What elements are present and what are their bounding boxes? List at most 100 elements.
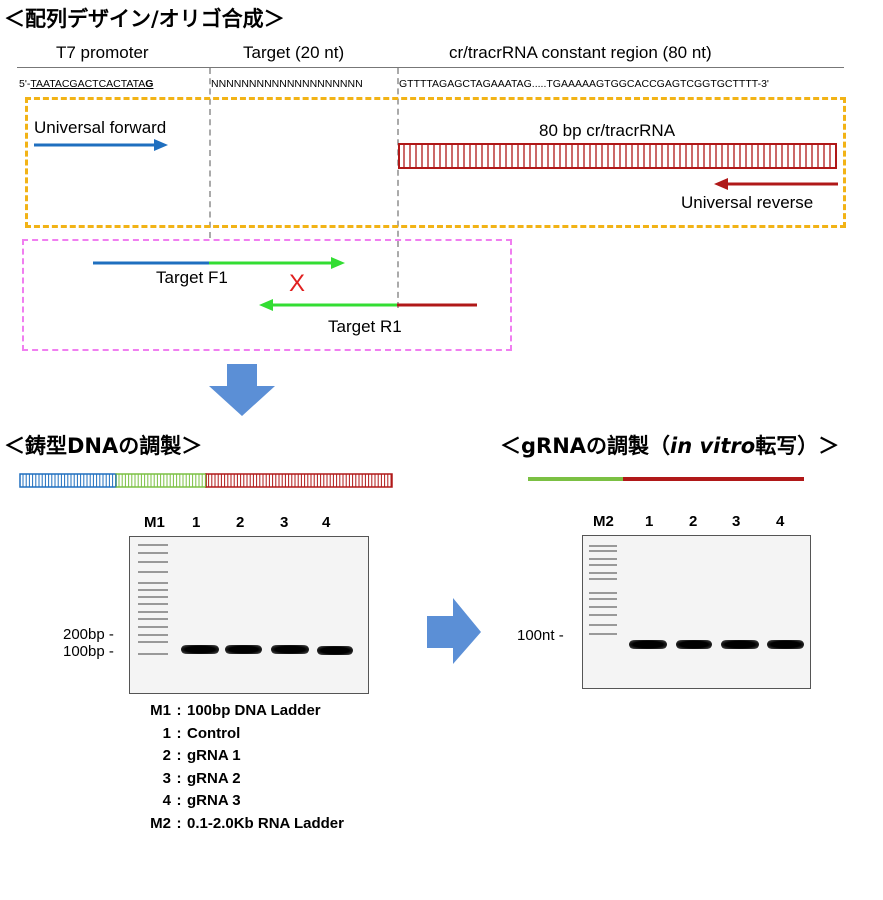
grna-title-pre: ＜gRNAの調製（ [500, 434, 671, 458]
ladder-band [138, 596, 168, 598]
ladder-band [138, 544, 168, 546]
header-constant-region: cr/tracrRNA constant region (80 nt) [449, 43, 712, 62]
sequence-t7: 5'-TAATACGACTCACTATAG [19, 78, 153, 90]
universal-forward-label: Universal forward [34, 118, 167, 137]
right-arrow-icon [427, 598, 481, 664]
sequence-t7-bold: G [145, 78, 154, 90]
legend-sep: : [176, 792, 182, 809]
ladder-band [138, 571, 168, 573]
grna-title-post: 転写）＞ [755, 434, 840, 458]
section-title-design: ＜配列デザイン/オリゴ合成＞ [4, 7, 285, 31]
ladder-band [138, 634, 168, 636]
grna-single-strand [528, 477, 804, 481]
lane-legend: M1 : 100bp DNA Ladder 1 : Control 2 : gR… [141, 702, 344, 837]
gel2-lane-3: 3 [732, 513, 741, 530]
gel1-lane-2: 2 [236, 514, 245, 531]
gel2-band-lane-1 [629, 640, 667, 649]
ladder-band [138, 653, 168, 655]
separator-t7-target [209, 68, 211, 238]
sequence-prefix: 5'- [19, 78, 31, 90]
gel1-marker-200bp: 200bp - [63, 626, 114, 643]
target-f1-label: Target F1 [156, 268, 228, 287]
gel2-image [582, 535, 811, 689]
ladder-band [589, 592, 617, 594]
universal-primer-box [25, 97, 846, 228]
legend-text: 0.1-2.0Kb RNA Ladder [187, 814, 344, 832]
universal-reverse-arrow [714, 178, 838, 190]
separator-target-constant [397, 68, 399, 308]
ladder-band [138, 626, 168, 628]
ladder-band [138, 641, 168, 643]
legend-key: 3 [162, 769, 171, 787]
legend-key: 1 [162, 724, 171, 742]
legend-sep: : [176, 747, 182, 764]
universal-reverse-label: Universal reverse [681, 193, 814, 212]
legend-key: 4 [162, 792, 171, 809]
gel1-marker-100bp: 100bp - [63, 643, 114, 660]
cr-tracr-duplex [398, 143, 837, 169]
gel1-lane-4: 4 [322, 514, 331, 531]
legend-row: 4 : gRNA 3 [141, 792, 344, 815]
sequence-target: NNNNNNNNNNNNNNNNNNNN [211, 78, 363, 90]
down-arrow-icon [209, 364, 275, 416]
ladder-band [138, 603, 168, 605]
gel2-band-lane-3 [721, 640, 759, 649]
gel1-lane-m1: M1 [144, 514, 165, 531]
ladder-band [589, 572, 617, 574]
gel2-band-lane-2 [676, 640, 712, 649]
ladder-band [589, 624, 617, 626]
sequence-constant: GTTTTAGAGCTAGAAATAG.....TGAAAAAGTGGCACCG… [399, 78, 769, 90]
legend-text: gRNA 3 [187, 792, 241, 809]
legend-key: M1 [150, 702, 171, 719]
ladder-band [138, 589, 168, 591]
legend-row: 3 : gRNA 2 [141, 770, 344, 793]
ladder-band [589, 550, 617, 552]
gel1-lane-3: 3 [280, 514, 289, 531]
legend-text: Control [187, 724, 241, 742]
cross-mark: X [289, 270, 306, 297]
ladder-band [138, 611, 168, 613]
gel2-lane-4: 4 [776, 513, 785, 530]
gel2-lane-m2: M2 [593, 513, 614, 530]
gel1-band-lane-4 [317, 646, 353, 655]
gel1-band-lane-2 [225, 645, 262, 654]
legend-sep: : [176, 769, 182, 787]
section-title-template: ＜鋳型DNAの調製＞ [4, 434, 203, 458]
ladder-band [138, 561, 168, 563]
legend-row: M1 : 100bp DNA Ladder [141, 702, 344, 725]
ladder-band [589, 606, 617, 608]
section-title-grna: ＜gRNAの調製（in vitro転写）＞ [500, 430, 839, 460]
gel2-lane-1: 1 [645, 513, 654, 530]
ladder-band [589, 633, 617, 635]
template-dna-duplex [19, 473, 393, 488]
legend-text: gRNA 2 [187, 769, 241, 787]
legend-row: 2 : gRNA 1 [141, 747, 344, 770]
cr-tracr-label: 80 bp cr/tracrRNA [539, 121, 676, 140]
ladder-band [589, 614, 617, 616]
ladder-band [138, 552, 168, 554]
legend-row: M2 : 0.1-2.0Kb RNA Ladder [141, 815, 344, 838]
legend-row: 1 : Control [141, 725, 344, 748]
legend-text: 100bp DNA Ladder [187, 702, 321, 719]
ladder-band [589, 545, 617, 547]
legend-text: gRNA 1 [187, 747, 241, 764]
header-t7-promoter: T7 promoter [56, 43, 149, 62]
header-target: Target (20 nt) [243, 43, 345, 62]
gel1-lane-1: 1 [192, 514, 201, 531]
gel1-band-lane-1 [181, 645, 219, 654]
ladder-band [589, 564, 617, 566]
ladder-band [138, 618, 168, 620]
target-r1-label: Target R1 [328, 317, 402, 336]
target-f1-arrow [93, 257, 345, 269]
gel2-band-lane-4 [767, 640, 804, 649]
ladder-band [589, 598, 617, 600]
legend-sep: : [176, 724, 182, 742]
header-rule [17, 67, 844, 68]
universal-forward-arrow [34, 139, 168, 151]
sequence-t7-underlined: TAATACGACTCACTATA [30, 78, 146, 90]
gel1-band-lane-3 [271, 645, 309, 654]
target-primer-box [22, 239, 512, 351]
legend-sep: : [176, 702, 182, 719]
gel1-image [129, 536, 369, 694]
ladder-band [589, 578, 617, 580]
